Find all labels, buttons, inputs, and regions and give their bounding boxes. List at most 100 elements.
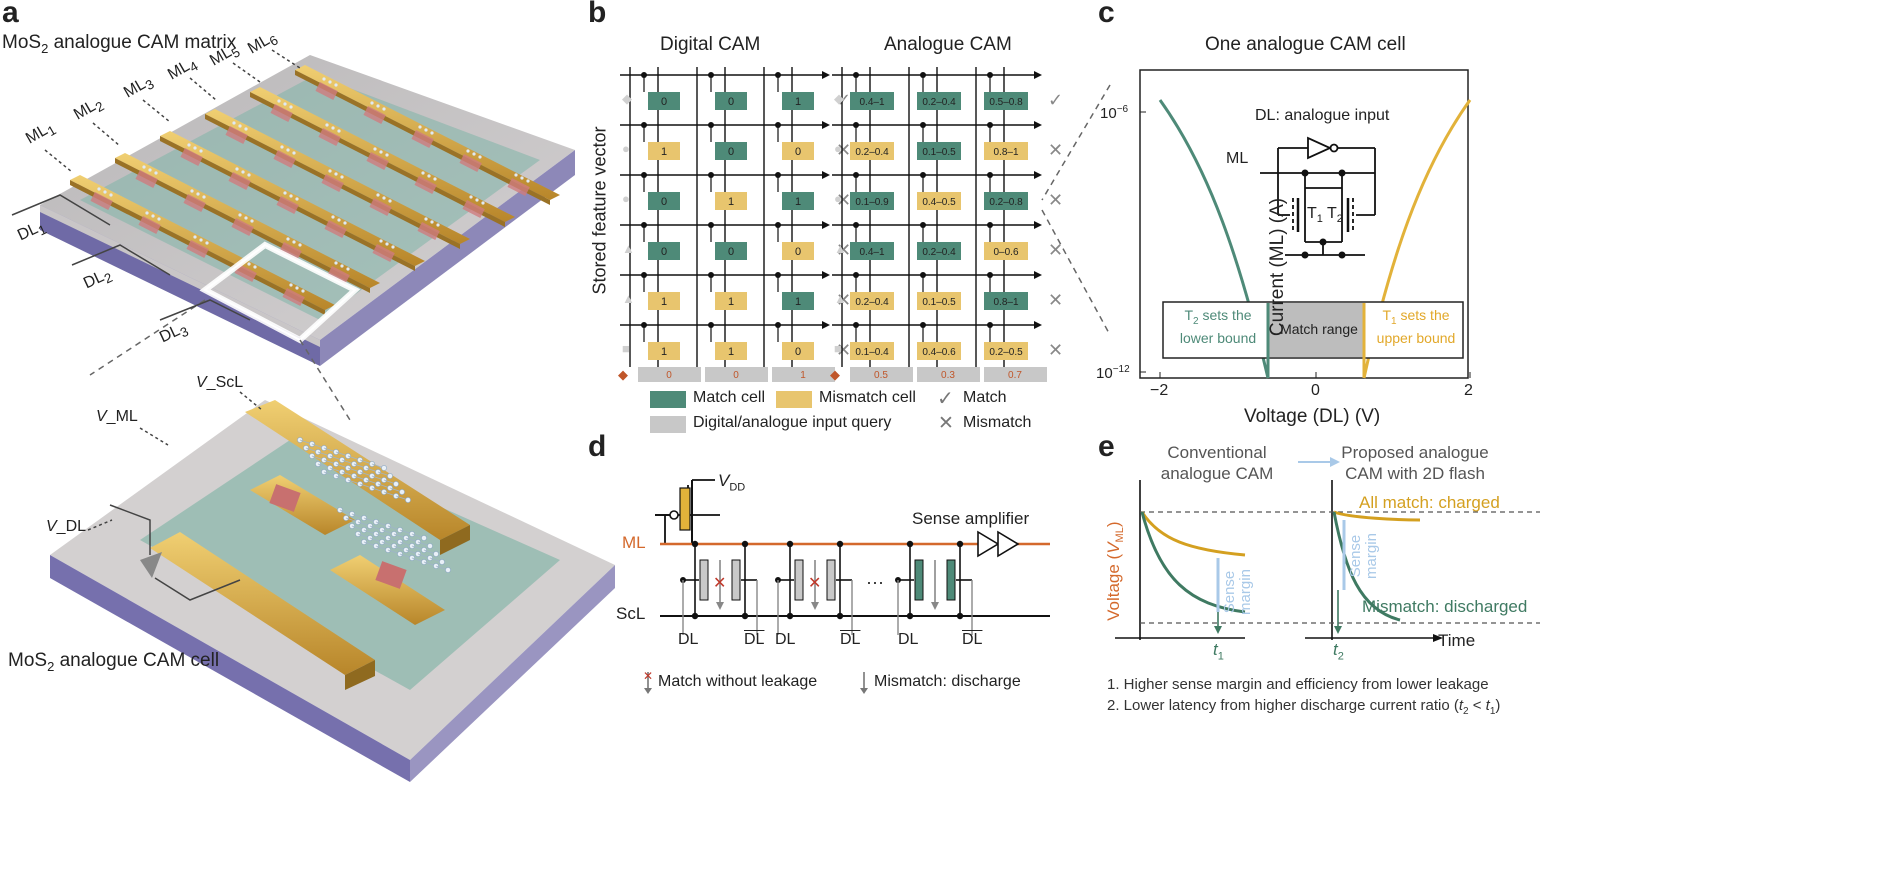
- panel-c-chart: [1139, 69, 1472, 379]
- box-right-t-sub: 1: [1391, 315, 1397, 327]
- digital-node: [775, 122, 781, 128]
- digital-row-marker: ●: [622, 191, 630, 206]
- cell-node: [956, 612, 964, 620]
- cell-node: [786, 612, 794, 620]
- analogue-node: [853, 222, 859, 228]
- digital-cell: [715, 242, 747, 260]
- digital-cell: [648, 142, 680, 160]
- digital-node: [775, 272, 781, 278]
- lattice-atom: [331, 126, 335, 130]
- analogue-query-value: 0.3: [941, 370, 955, 381]
- mos2-cell: [273, 150, 296, 168]
- digital-node: [708, 322, 714, 328]
- digital-row-marker: ▲: [622, 241, 635, 256]
- analogue-cell: [850, 142, 894, 160]
- check-icon: ✓: [937, 388, 954, 410]
- lattice-atom: [157, 217, 161, 221]
- right-sense-1: Sense: [1347, 534, 1364, 578]
- lattice-atom: [148, 168, 152, 172]
- digital-node: [641, 72, 647, 78]
- box-right-line2: upper bound: [1376, 329, 1456, 346]
- v-scl-label: V_ScL: [196, 374, 243, 392]
- mos2-cell: [366, 152, 389, 170]
- v-ml-label: V_ML: [96, 408, 138, 426]
- analogue-cell: [850, 192, 894, 210]
- t1-sub: 1: [1217, 650, 1224, 663]
- digital-ml-arrow: [822, 121, 830, 129]
- cell-node: [741, 540, 749, 548]
- digital-node: [775, 172, 781, 178]
- box-left-text: T2 sets the lower bound: [1168, 307, 1268, 347]
- lattice-atom: [469, 195, 473, 199]
- analogue-node: [920, 222, 926, 228]
- box-left-t: T: [1184, 307, 1194, 323]
- dl-label-c3: DL: [898, 631, 919, 648]
- lattice-atom: [199, 149, 203, 153]
- plot-frame: [1139, 69, 1469, 379]
- analogue-node: [853, 322, 859, 328]
- b-to-c-connector: [1041, 84, 1111, 336]
- analogue-query-value: 0.7: [1008, 370, 1022, 381]
- analogue-cross-icon: ✕: [1048, 140, 1063, 160]
- cell-gate: [699, 559, 709, 601]
- digital-node: [708, 172, 714, 178]
- analogue-node: [920, 122, 926, 128]
- lattice-atom: [421, 171, 425, 175]
- lattice-atom: [421, 535, 427, 541]
- lattice-atom: [385, 242, 389, 246]
- y-tick-bottom-exp: −12: [1112, 364, 1130, 375]
- analogue-cell: [917, 342, 961, 360]
- analogue-node: [987, 122, 993, 128]
- x-tick-2: 2: [1464, 382, 1473, 399]
- analogue-cell: [984, 192, 1028, 210]
- legend-mismatch-swatch: [776, 391, 812, 408]
- mos2-cell: [135, 170, 158, 188]
- analogue-check-icon: ✓: [1048, 90, 1063, 110]
- inset-t2-label: T2: [1327, 205, 1343, 225]
- digital-cell: [715, 192, 747, 210]
- mos2-cell: [315, 82, 338, 100]
- analogue-ml-arrow: [1034, 171, 1042, 179]
- box-right-rest: sets the: [1396, 307, 1450, 323]
- digital-ml-arrow: [822, 321, 830, 329]
- ml-bar: [205, 109, 470, 244]
- analogue-cell: [850, 92, 894, 110]
- cell-node: [741, 612, 749, 620]
- lattice-atom: [322, 77, 326, 81]
- lattice-atom: [382, 107, 386, 111]
- lattice-atom: [445, 567, 451, 573]
- lattice-atom: [247, 173, 251, 177]
- left-title-1: Conventional: [1167, 443, 1267, 462]
- v-scl-rest: _ScL: [206, 374, 244, 391]
- lattice-atom: [520, 176, 524, 180]
- box-left-line1: T2 sets the: [1168, 307, 1268, 330]
- v-dl-italic: V: [46, 518, 57, 535]
- lattice-atom: [292, 151, 296, 155]
- digital-cell: [782, 192, 814, 210]
- right-title-2: CAM with 2D flash: [1345, 464, 1485, 483]
- e-ylabel-end: ): [1103, 521, 1123, 528]
- ml-bar: [295, 65, 560, 200]
- t2-sub: 2: [1337, 650, 1344, 663]
- lattice-atom: [154, 171, 158, 175]
- mos2-cell: [231, 218, 254, 236]
- cell-node: [956, 540, 964, 548]
- digital-cell-label: 0: [728, 96, 734, 108]
- analogue-cell: [984, 142, 1028, 160]
- panel-c-xlabel: Voltage (DL) (V): [1244, 406, 1381, 427]
- lattice-atom: [328, 169, 332, 173]
- cell-gate: [946, 559, 956, 601]
- digital-cell-label: 0: [728, 246, 734, 258]
- analogue-cell-label: 0.4–0.5: [922, 197, 956, 208]
- analogue-cell-label: 0.4–0.6: [922, 347, 956, 358]
- analogue-ml-arrow: [1034, 271, 1042, 279]
- cell-node: [906, 612, 914, 620]
- lattice-atom: [405, 497, 411, 503]
- lattice-atom: [103, 190, 107, 194]
- digital-ml-arrow: [822, 221, 830, 229]
- lattice-atom: [334, 261, 338, 265]
- dl-bar-label-c1: DL: [744, 631, 765, 648]
- inset-t1-main: T: [1307, 205, 1317, 222]
- panel-a-title-rest: analogue CAM matrix: [48, 32, 237, 53]
- lattice-atom: [427, 543, 433, 549]
